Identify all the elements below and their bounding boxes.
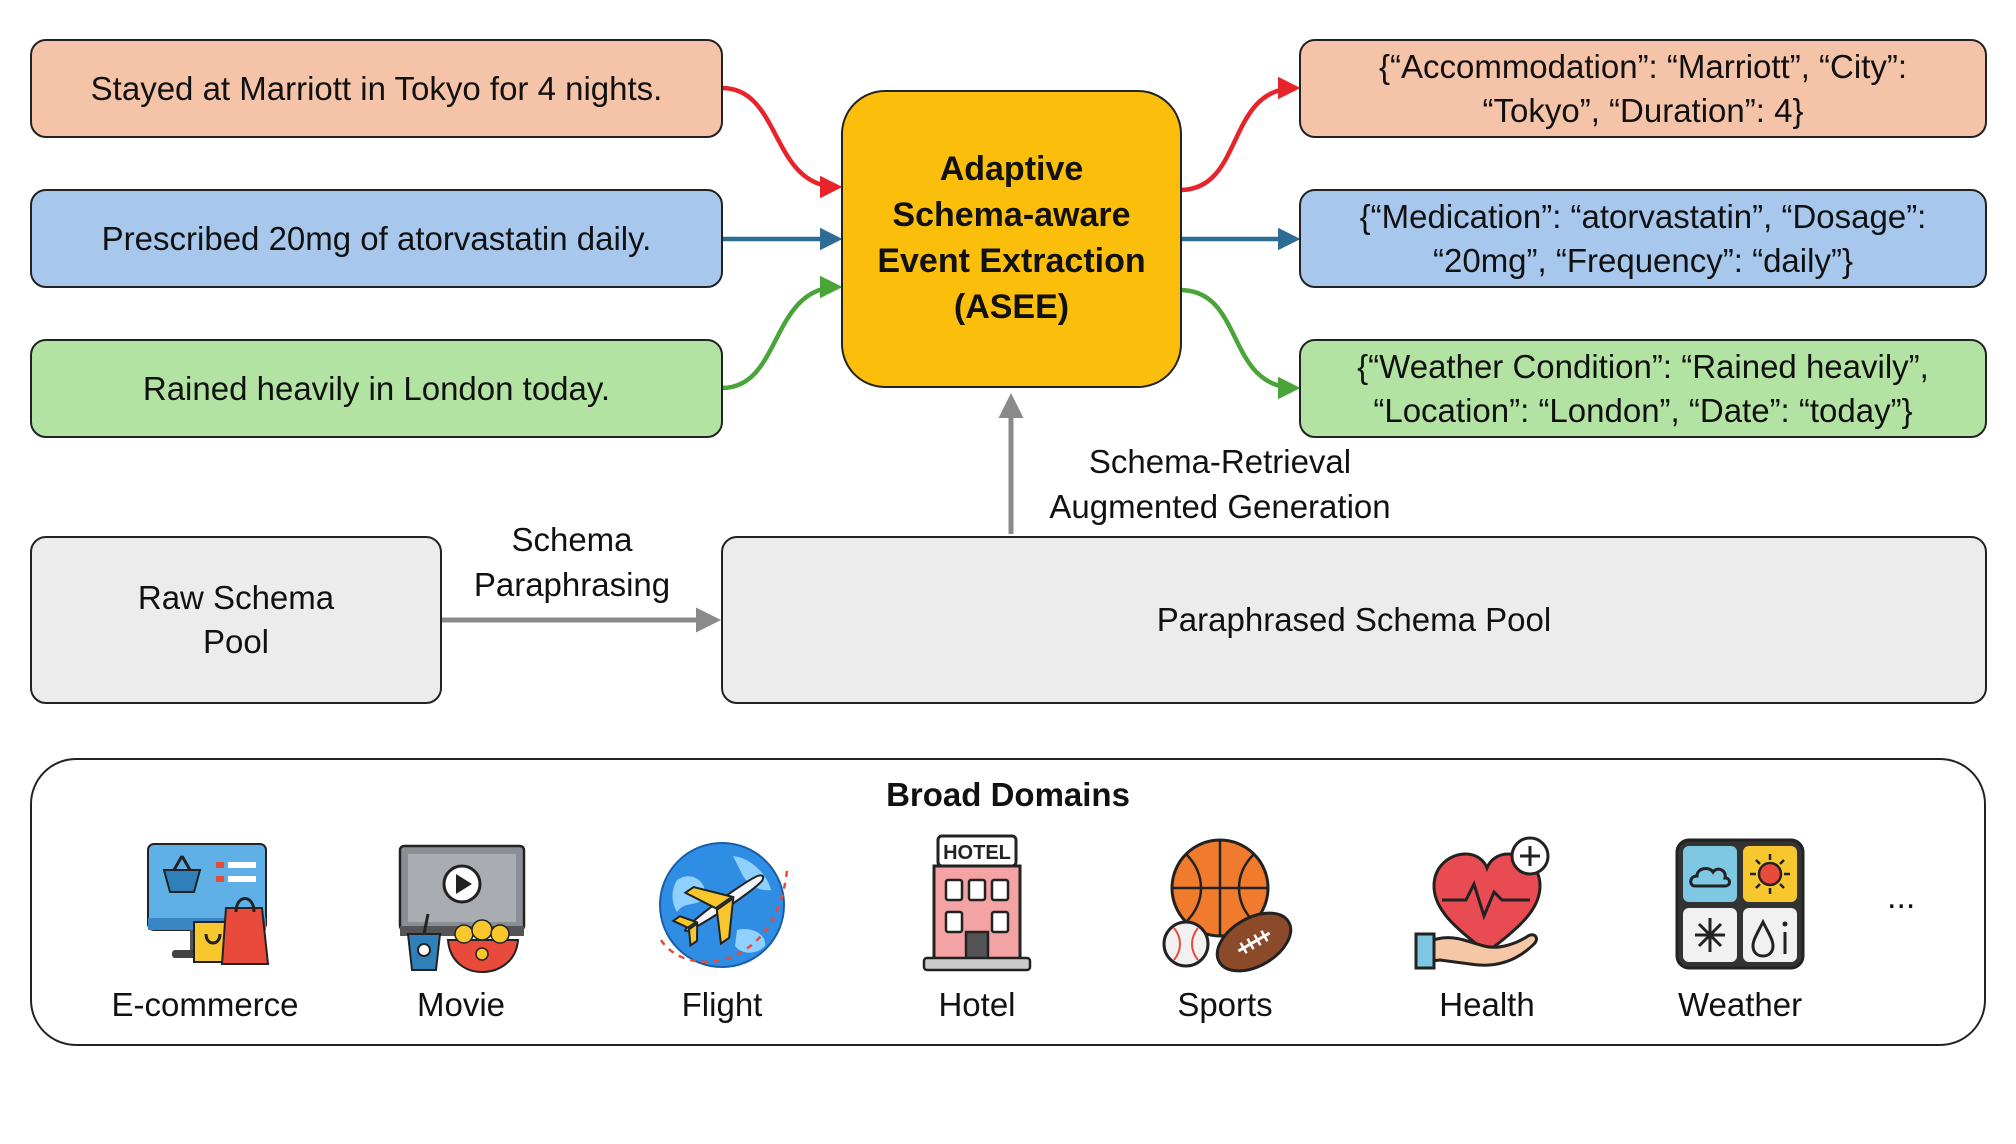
movie-icon (398, 844, 526, 974)
output-line: “Location”: “London”, “Date”: “today”} (1373, 391, 1913, 429)
domain-name: Hotel (938, 986, 1016, 1023)
arrow-input-3 (721, 275, 843, 391)
shopping-icon (147, 843, 270, 965)
input-box-weather: Rained heavily in London today. (30, 339, 723, 438)
retrieval-label-line: Augmented Generation (1049, 487, 1391, 525)
raw-schema-pool: Raw Schema Pool (30, 536, 442, 704)
output-box-accommodation: {“Accommodation”: “Marriott”, “City”: “T… (1299, 39, 1987, 138)
domain-name: E-commerce (111, 986, 299, 1023)
input-text: Prescribed 20mg of atorvastatin daily. (101, 219, 652, 257)
output-line: “20mg”, “Frequency”: “daily”} (1433, 241, 1853, 279)
paraphrase-label-line: Paraphrasing (473, 565, 671, 603)
domain-flight: Flight (622, 830, 822, 1024)
domains-title: Broad Domains (886, 776, 1130, 813)
paraphrase-label: Schema Paraphrasing (452, 518, 692, 607)
core-line: Adaptive (939, 150, 1084, 189)
core-line: Schema-aware (892, 196, 1131, 235)
raw-pool-line: Pool (202, 623, 270, 660)
domain-name: Weather (1677, 986, 1803, 1023)
input-box-accommodation: Stayed at Marriott in Tokyo for 4 nights… (30, 39, 723, 138)
domain-weather: Weather (1640, 830, 1840, 1024)
health-icon (1414, 836, 1550, 970)
core-line: (ASEE) (953, 287, 1070, 326)
output-line: {“Weather Condition”: “Rained heavily”, (1357, 347, 1929, 385)
sports-icon (1162, 838, 1293, 973)
weather-icon (1675, 838, 1805, 970)
domain-name: Health (1439, 986, 1535, 1023)
hotel-sign-text: HOTEL (943, 842, 1011, 864)
retrieval-label: Schema-Retrieval Augmented Generation (1020, 440, 1420, 529)
domain-movie: Movie (361, 830, 561, 1024)
output-box-medication: {“Medication”: “atorvastatin”, “Dosage”:… (1299, 189, 1987, 288)
domain-health: Health (1387, 830, 1587, 1024)
input-text: Rained heavily in London today. (142, 369, 611, 407)
paraphrased-schema-pool: Paraphrased Schema Pool (721, 536, 1987, 704)
raw-pool-line: Raw Schema (137, 579, 335, 617)
retrieval-label-line: Schema-Retrieval (1088, 443, 1352, 480)
arrow-input-1 (721, 85, 843, 199)
domain-ecommerce: E-commerce (105, 830, 305, 1024)
domain-name: Sports (1177, 986, 1273, 1023)
domain-name: Movie (416, 986, 506, 1023)
output-line: “Tokyo”, “Duration”: 4} (1482, 91, 1804, 129)
more-domains-ellipsis: ... (1887, 878, 1916, 916)
hotel-icon: HOTEL (922, 834, 1032, 972)
paraphrase-label-line: Schema (511, 521, 633, 558)
paraphrased-pool-label: Paraphrased Schema Pool (1156, 601, 1552, 639)
arrow-output-3 (1179, 287, 1301, 400)
core-line: Event Extraction (877, 242, 1146, 280)
domain-sports: Sports (1125, 830, 1325, 1024)
input-text: Stayed at Marriott in Tokyo for 4 nights… (90, 69, 663, 107)
input-box-medication: Prescribed 20mg of atorvastatin daily. (30, 189, 723, 288)
output-box-weather: {“Weather Condition”: “Rained heavily”, … (1299, 339, 1987, 438)
asee-core-box: Adaptive Schema-aware Event Extraction (… (841, 90, 1182, 388)
broad-domains-panel: Broad Domains E-commerce (30, 758, 1986, 1046)
flight-icon (659, 842, 789, 968)
output-line: {“Accommodation”: “Marriott”, “City”: (1378, 47, 1908, 85)
output-line: {“Medication”: “atorvastatin”, “Dosage”: (1359, 197, 1927, 235)
domain-name: Flight (681, 986, 763, 1023)
domain-hotel: HOTEL Hotel (877, 830, 1077, 1024)
arrow-output-1 (1179, 76, 1301, 193)
